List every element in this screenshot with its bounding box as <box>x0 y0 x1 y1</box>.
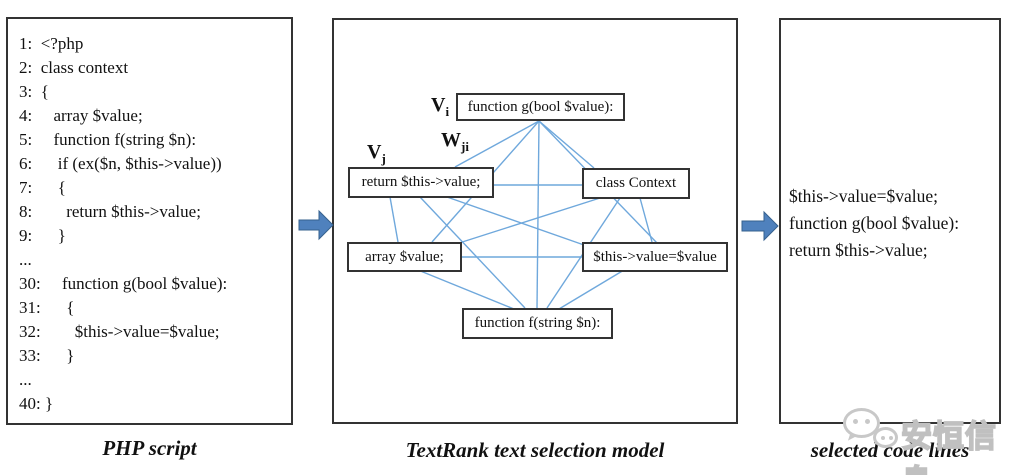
caption-php-script: PHP script <box>102 436 197 460</box>
code-line: 32: $this->value=$value; <box>19 322 220 341</box>
code-line: 9: } <box>19 226 66 245</box>
php-code-listing: 1: <?php 2: class context 3: { 4: array … <box>8 19 291 416</box>
selected-code-line: return $this->value; <box>789 240 928 260</box>
code-line: 2: class context <box>19 58 129 77</box>
bubble-eye-icon <box>889 436 893 440</box>
textrank-model-panel: function g(bool $value): return $this->v… <box>332 18 738 424</box>
code-line: 33: } <box>19 346 75 365</box>
edge-weight-label: Wji <box>441 129 469 154</box>
selected-code-listing: $this->value=$value; function g(bool $va… <box>781 20 999 264</box>
code-line: 31: { <box>19 298 75 317</box>
chat-bubble-icon <box>873 427 898 448</box>
code-line: 8: return $this->value; <box>19 202 201 221</box>
watermark-text: 安恒信息 <box>900 418 997 475</box>
right-arrow-icon <box>741 210 779 242</box>
bubble-eye-icon <box>853 419 858 424</box>
vertex-i-label: Vi <box>431 94 450 119</box>
bubble-eye-icon <box>865 419 870 424</box>
code-line: 6: if (ex($n, $this->value)) <box>19 154 222 173</box>
code-line: 5: function f(string $n): <box>19 130 197 149</box>
graph-edges <box>389 120 658 310</box>
code-line: 1: <?php <box>19 34 84 53</box>
caption-textrank-model: TextRank text selection model <box>405 438 665 462</box>
code-line: 7: { <box>19 178 66 197</box>
graph-node-function-f: function f(string $n): <box>462 308 613 339</box>
code-line: 3: { <box>19 82 49 101</box>
graph-node-assign-value: $this->value=$value <box>582 242 728 272</box>
selected-code-line: function g(bool $value): <box>789 213 960 233</box>
bubble-eye-icon <box>881 436 885 440</box>
graph-node-return-value: return $this->value; <box>348 167 494 198</box>
graph-node-class-context: class Context <box>582 168 690 199</box>
graph-node-array-value: array $value; <box>347 242 462 272</box>
php-script-panel: 1: <?php 2: class context 3: { 4: array … <box>6 17 293 425</box>
code-line-ellipsis: ... <box>19 370 32 389</box>
code-line: 30: function g(bool $value): <box>19 274 228 293</box>
selected-lines-panel: $this->value=$value; function g(bool $va… <box>779 18 1001 424</box>
graph-node-function-g: function g(bool $value): <box>456 93 625 121</box>
selected-code-line: $this->value=$value; <box>789 186 939 206</box>
right-arrow-icon <box>298 209 334 241</box>
code-line: 40: } <box>19 394 54 413</box>
vertex-j-label: Vj <box>367 141 386 166</box>
code-line-ellipsis: ... <box>19 250 32 269</box>
code-line: 4: array $value; <box>19 106 143 125</box>
